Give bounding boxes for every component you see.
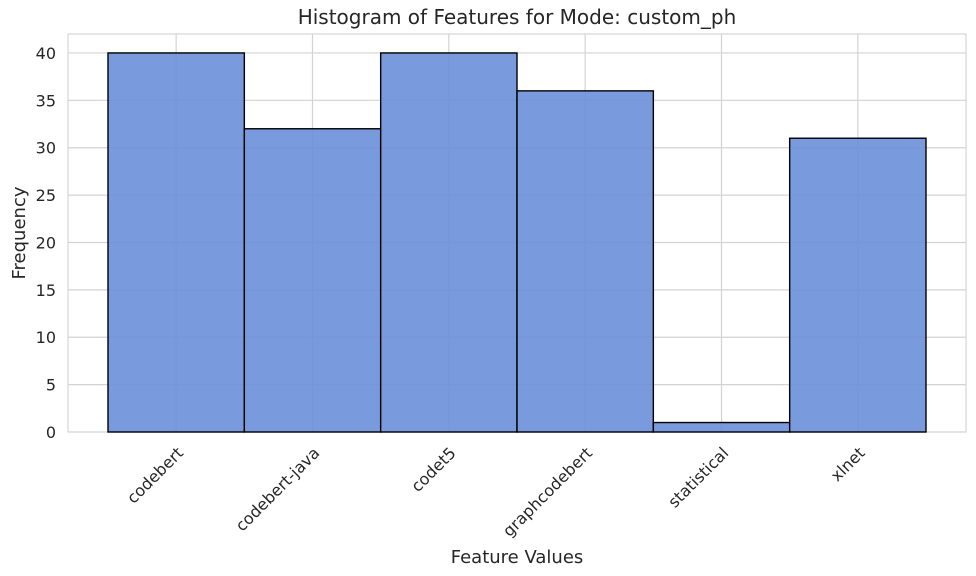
y-tick-label: 35 [36,91,56,110]
bar-xlnet [788,137,927,433]
y-tick-label: 30 [36,139,56,158]
y-tick-label: 0 [46,423,56,442]
chart-title: Histogram of Features for Mode: custom_p… [298,5,737,29]
bar-codet5 [379,52,518,433]
bar-codebert-java [243,128,382,433]
x-tick-label: statistical [664,443,732,511]
y-axis-label: Frequency [9,186,30,279]
y-tick-label: 25 [36,186,56,205]
bar-statistical [652,421,791,433]
y-tick-label: 20 [36,233,56,252]
x-tick-label: graphcodebert [499,443,596,540]
bar-graphcodebert [516,90,655,433]
x-tick-label: xlnet [827,443,869,485]
y-tick-label: 40 [36,44,56,63]
x-tick-label: codet5 [407,443,459,495]
x-tick-label: codebert-java [232,443,324,535]
x-axis-label: Feature Values [451,547,584,568]
x-tick-label: codebert [123,443,187,507]
y-tick-label: 5 [46,376,56,395]
bars [107,52,927,433]
bar-codebert [107,52,246,433]
y-tick-label: 10 [36,328,56,347]
x-tick-labels: codebert codebert-java codet5 graphcodebert… [123,443,869,540]
y-tick-label: 15 [36,281,56,300]
y-tick-labels: 0 5 10 15 20 25 30 35 40 [36,44,56,442]
